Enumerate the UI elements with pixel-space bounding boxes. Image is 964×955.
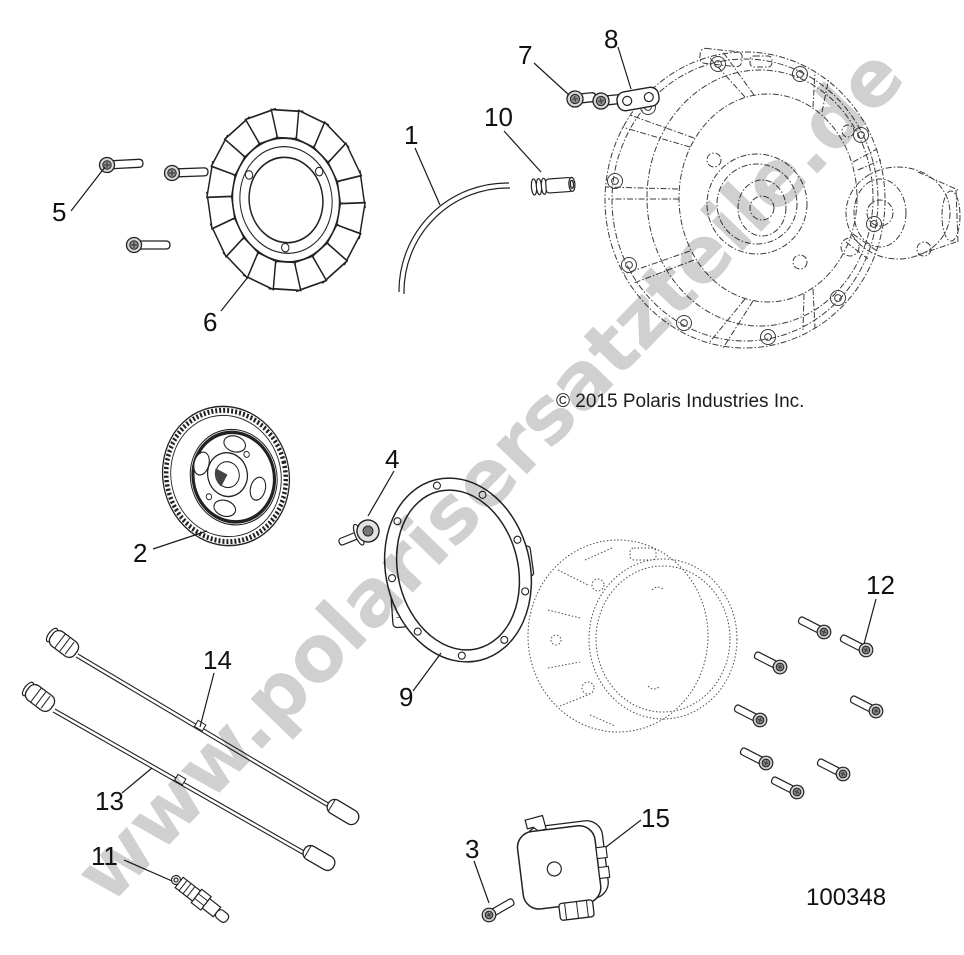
callout-14: 14 (203, 645, 232, 675)
part-number: 100348 (806, 884, 887, 911)
callout-5: 5 (52, 197, 67, 227)
callout-3: 3 (465, 834, 480, 864)
plug-cable-14 (45, 627, 360, 826)
flywheel (161, 405, 291, 547)
callout-10: 10 (484, 102, 513, 132)
callout-2: 2 (133, 538, 148, 568)
callout-1: 1 (404, 120, 419, 150)
callout-9: 9 (399, 682, 414, 712)
ignition-coil (516, 814, 611, 921)
leader-lines (70, 46, 877, 904)
crankcase-cover (604, 47, 961, 349)
callout-7: 7 (518, 40, 533, 70)
callout-12: 12 (866, 570, 895, 600)
plug-cable-13 (21, 681, 336, 872)
callout-8: 8 (604, 24, 619, 54)
stator (206, 108, 366, 292)
copyright-text: © 2015 Polaris Industries Inc. (556, 391, 805, 412)
coil-bolt (479, 894, 518, 925)
sensor-fitting (530, 176, 576, 196)
stator-bolts (98, 154, 209, 254)
rear-cover (527, 539, 738, 733)
bracket-plate (616, 86, 660, 112)
wire-loom (398, 182, 511, 295)
cover-screws (565, 88, 624, 111)
callout-15: 15 (641, 803, 670, 833)
callout-6: 6 (203, 307, 218, 337)
spark-plug (170, 874, 230, 923)
flywheel-bolt (338, 519, 380, 546)
callout-11: 11 (91, 841, 118, 871)
gasket (383, 477, 535, 663)
callout-13: 13 (95, 786, 124, 816)
cover-bolts (731, 612, 886, 802)
callout-4: 4 (385, 444, 400, 474)
